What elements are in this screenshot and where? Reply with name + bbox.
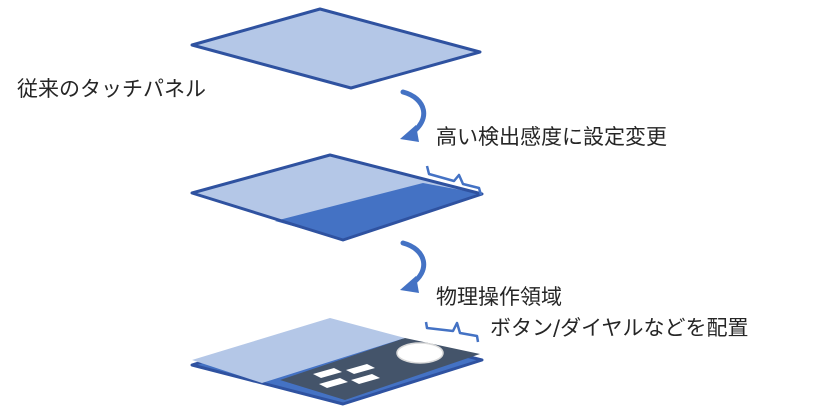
dial-icon	[396, 342, 444, 364]
curly-brace-icon	[425, 165, 483, 196]
label-high-sensitivity: 高い検出感度に設定変更	[436, 125, 667, 149]
curved-arrow-icon	[400, 240, 427, 293]
button-icon	[319, 378, 348, 388]
button-icon	[351, 374, 380, 384]
curved-arrow-icon	[400, 89, 427, 142]
button-icon	[346, 364, 375, 374]
sensitivity-region	[275, 183, 482, 240]
panel-physical-controls	[190, 318, 484, 406]
panel-high-sensitivity	[190, 153, 484, 242]
button-icon	[313, 368, 342, 378]
panel-conventional	[190, 7, 482, 90]
curly-brace-icon	[424, 321, 480, 343]
label-button-dial-placement: ボタン/ダイヤルなどを配置	[490, 316, 749, 340]
label-physical-operation-area: 物理操作領域	[436, 285, 562, 309]
label-conventional-touch-panel: 従来のタッチパネル	[17, 77, 206, 101]
